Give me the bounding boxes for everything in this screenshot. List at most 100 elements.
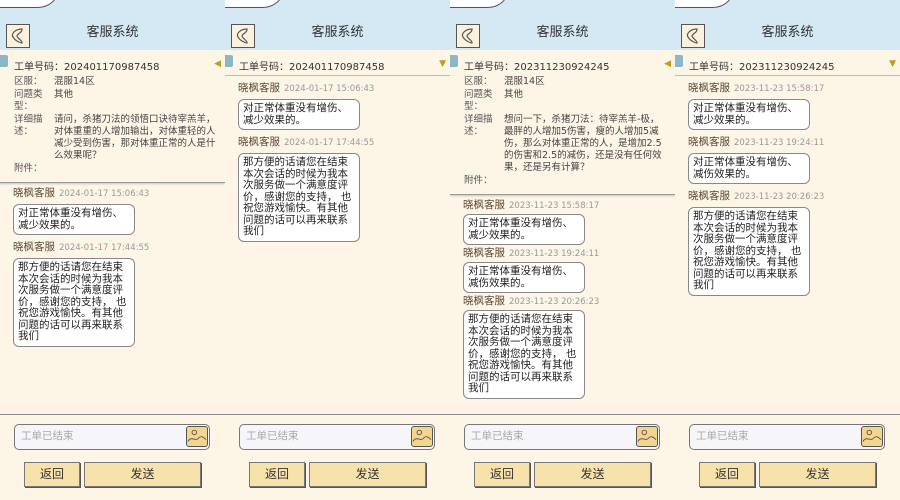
detail-row-desc: 详细描述： 请问，杀猪刀法的领悟口诀待宰羔羊，对体重重的人增加输出，对体重轻的人减… xyxy=(14,114,217,162)
sender-name: 晓枫客服 xyxy=(688,82,730,94)
image-icon[interactable] xyxy=(411,426,433,447)
detail-row-attachment: 附件： xyxy=(14,163,217,177)
message-item: 晓枫客服 2023-11-23 19:24:11 对正常体重没有增伤、减伤效果的。 xyxy=(463,247,663,293)
ticket-bar[interactable]: 工单号码：202401170987458▼ xyxy=(225,52,450,76)
divider xyxy=(450,414,675,415)
cloud-decoration xyxy=(675,0,735,8)
page-title: 客服系统 xyxy=(761,25,814,40)
send-button[interactable]: 发送 xyxy=(309,462,426,487)
message-bubble: 对正常体重没有增伤、减少效果的。 xyxy=(463,214,585,245)
cloud-decoration xyxy=(450,0,510,8)
image-icon[interactable] xyxy=(636,426,658,447)
input-placeholder: 工单已结束 xyxy=(471,430,524,442)
chevron-left-icon xyxy=(7,28,29,51)
detail-label: 详细描述： xyxy=(14,114,43,137)
chat-screen: 客服系统工单号码：202401170987458◀区服：混服14区问题类型：其他… xyxy=(0,0,225,500)
send-button[interactable]: 发送 xyxy=(759,462,876,487)
back-button[interactable] xyxy=(231,24,255,48)
sender-name: 晓枫客服 xyxy=(463,247,505,259)
detail-value: 其他 xyxy=(54,89,74,100)
chevron-left-icon xyxy=(232,28,254,51)
triangle-icon[interactable]: ▼ xyxy=(889,59,896,69)
back-button[interactable] xyxy=(681,24,705,48)
image-icon[interactable] xyxy=(186,426,208,447)
ticket-number-label: 工单号码： xyxy=(689,62,739,73)
back-text-button[interactable]: 返回 xyxy=(249,462,305,487)
back-button[interactable] xyxy=(6,24,30,48)
ticket-bar[interactable]: 工单号码：202311230924245▼ xyxy=(675,52,900,76)
message-bubble: 那方便的话请您在结束本次会话的时候为我本次服务做一个满意度评价，感谢您的支持， … xyxy=(13,258,135,347)
message-bubble: 对正常体重没有增伤、减少效果的。 xyxy=(238,99,360,130)
detail-value: 混服14区 xyxy=(54,76,95,87)
detail-row-server: 区服：混服14区 xyxy=(14,76,217,88)
image-icon[interactable] xyxy=(861,426,883,447)
ticket-number-value: 202311230924245 xyxy=(514,62,610,73)
ticket-bar[interactable]: 工单号码：202401170987458 ◀ xyxy=(0,52,225,76)
sender-name: 晓枫客服 xyxy=(463,295,505,307)
message-input[interactable]: 工单已结束 xyxy=(689,424,885,450)
ticket-number-label: 工单号码： xyxy=(14,62,64,73)
ticket-number-value: 202401170987458 xyxy=(64,62,160,73)
header-bar: 客服系统 xyxy=(0,0,225,50)
triangle-icon[interactable]: ◀ xyxy=(664,59,671,69)
message-time: 2023-11-23 19:24:11 xyxy=(509,249,600,259)
detail-value: 请问，杀猪刀法的领悟口诀待宰羔羊，对体重重的人增加输出，对体重轻的人减少受到伤害… xyxy=(54,114,216,161)
back-text-button[interactable]: 返回 xyxy=(24,462,80,487)
triangle-icon[interactable]: ◀ xyxy=(214,59,221,69)
back-text-button[interactable]: 返回 xyxy=(474,462,530,487)
ticket-number-label: 工单号码： xyxy=(239,62,289,73)
chat-screen: 客服系统工单号码：202311230924245◀区服：混服14区问题类型：其他… xyxy=(450,0,675,500)
header-bar: 客服系统 xyxy=(450,0,675,50)
message-input[interactable]: 工单已结束 xyxy=(464,424,660,450)
message-time: 2024-01-17 15:06:43 xyxy=(284,84,375,94)
chevron-left-icon xyxy=(457,28,479,51)
back-text-button[interactable]: 返回 xyxy=(699,462,755,487)
back-button[interactable] xyxy=(456,24,480,48)
message-input[interactable]: 工单已结束 xyxy=(239,424,435,450)
message-header: 晓枫客服 2023-11-23 19:24:11 xyxy=(688,136,888,150)
triangle-icon[interactable]: ▼ xyxy=(439,59,446,69)
detail-label: 附件： xyxy=(464,175,493,186)
input-placeholder: 工单已结束 xyxy=(246,430,299,442)
cloud-decoration xyxy=(0,0,60,8)
page-title: 客服系统 xyxy=(86,25,139,40)
detail-value: 想问一下，杀猪刀法：待宰羔羊-极，最胖的人增加5伤害，瘦的人增加5减伤，那么对体… xyxy=(504,114,662,173)
message-bubble: 对正常体重没有增伤、减少效果的。 xyxy=(688,99,810,130)
message-input[interactable]: 工单已结束 xyxy=(14,424,210,450)
divider xyxy=(225,414,450,415)
detail-value: 其他 xyxy=(504,89,524,100)
detail-row-type: 问题类型：其他 xyxy=(464,89,667,113)
detail-value xyxy=(504,175,667,189)
chevron-left-icon xyxy=(682,28,704,51)
ticket-icon xyxy=(450,55,458,67)
sender-name: 晓枫客服 xyxy=(463,199,505,211)
detail-value xyxy=(54,163,217,177)
detail-row-desc: 详细描述：想问一下，杀猪刀法：待宰羔羊-极，最胖的人增加5伤害，瘦的人增加5减伤… xyxy=(464,114,667,174)
ticket-icon xyxy=(0,55,8,67)
send-button[interactable]: 发送 xyxy=(534,462,651,487)
sender-name: 晓枫客服 xyxy=(688,136,730,148)
message-bubble: 对正常体重没有增伤、减伤效果的。 xyxy=(463,262,585,293)
send-button[interactable]: 发送 xyxy=(84,462,201,487)
message-time: 2023-11-23 19:24:11 xyxy=(734,138,825,148)
ticket-bar[interactable]: 工单号码：202311230924245◀ xyxy=(450,52,675,76)
divider xyxy=(675,414,900,415)
message-bubble: 对正常体重没有增伤、减少效果的。 xyxy=(13,204,135,235)
sender-name: 晓枫客服 xyxy=(13,241,55,253)
